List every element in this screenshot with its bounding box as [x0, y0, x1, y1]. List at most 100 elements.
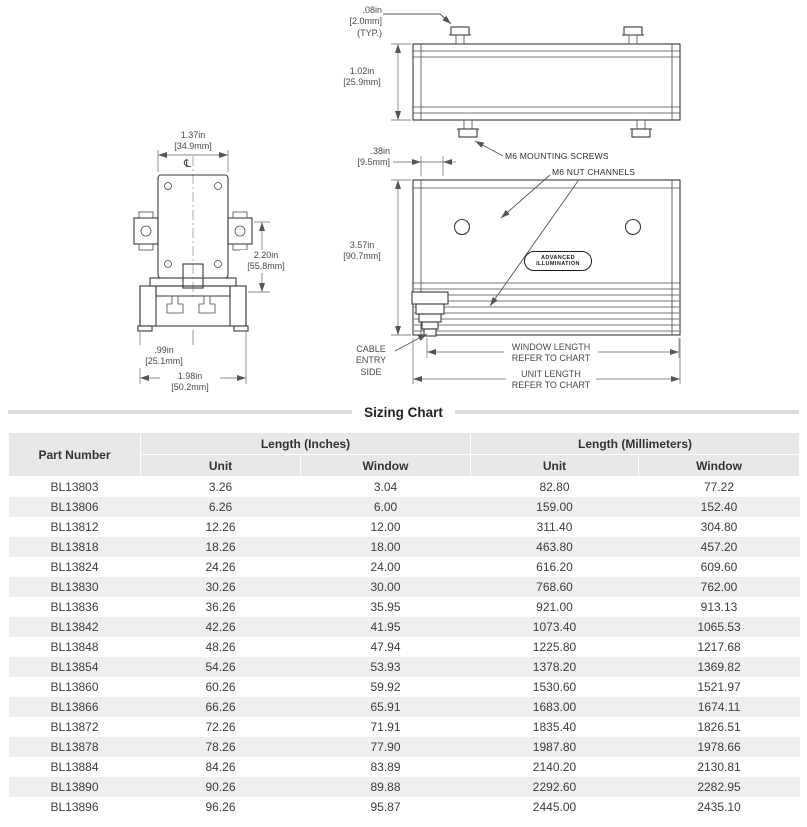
label-cable-entry-side: CABLE ENTRY SIDE: [355, 344, 387, 377]
nut-channel-hole: [453, 218, 471, 236]
col-header-part-number: Part Number: [8, 432, 141, 477]
section-title: Sizing Chart: [364, 404, 443, 420]
mounting-screw: [630, 119, 652, 138]
brand-logo-line2: ILLUMINATION: [536, 261, 580, 267]
cell-part-number: BL13812: [50, 520, 99, 534]
table-row: BL13824 24.26 24.00 616.20 609.60: [9, 557, 800, 577]
cell-unit-mm: 2445.00: [532, 800, 577, 814]
cell-part-number: BL13842: [50, 620, 99, 634]
col-group-inches: Length (Inches): [140, 432, 471, 455]
table-row: BL13884 84.26 83.89 2140.20 2130.81: [9, 757, 800, 777]
cell-unit-inches: 60.26: [205, 680, 236, 694]
cell-window-mm: 762.00: [700, 580, 738, 594]
table-row: BL13830 30.26 30.00 768.60 762.00: [8, 577, 800, 597]
cell-window-inches: 18.00: [370, 540, 401, 554]
cell-window-inches: 3.04: [373, 480, 398, 494]
cell-window-mm: 2435.10: [697, 800, 741, 814]
cell-part-number: BL13890: [50, 780, 99, 794]
table-row: BL13836 36.26 35.95 921.00 913.13: [9, 597, 800, 617]
cell-unit-inches: 72.26: [205, 720, 236, 734]
col-header-window-inches: Window: [300, 454, 471, 477]
cell-unit-mm: 921.00: [536, 600, 573, 614]
cell-unit-mm: 463.80: [536, 540, 573, 554]
mounting-screw: [622, 26, 644, 45]
cable-gland-front: [182, 263, 204, 289]
cell-window-mm: 304.80: [700, 520, 738, 534]
cell-window-mm: 1217.68: [697, 640, 741, 654]
cell-window-inches: 24.00: [370, 560, 401, 574]
table-row: BL13854 54.26 53.93 1378.20 1369.82: [8, 657, 800, 677]
technical-drawing: 1.37in [34.9mm] ℄ 2.20in [55.8mm] .99in …: [0, 0, 807, 398]
cell-unit-inches: 78.26: [205, 740, 236, 754]
cell-part-number: BL13884: [50, 760, 99, 774]
section-title-band: Sizing Chart: [0, 398, 807, 426]
cell-unit-mm: 1987.80: [532, 740, 577, 754]
cell-window-mm: 1065.53: [697, 620, 741, 634]
dim-end-view-height: 2.20in [55.8mm]: [240, 250, 292, 273]
cell-unit-mm: 1225.80: [532, 640, 577, 654]
table-row: BL13806 6.26 6.00 159.00 152.40: [8, 497, 800, 517]
cell-unit-inches: 84.26: [205, 760, 236, 774]
cell-unit-inches: 90.26: [205, 780, 236, 794]
sizing-table-header: Part Number Length (Inches) Length (Mill…: [8, 432, 801, 477]
cell-window-inches: 12.00: [370, 520, 401, 534]
cell-unit-inches: 48.26: [205, 640, 236, 654]
cell-unit-mm: 768.60: [536, 580, 573, 594]
cell-unit-inches: 18.26: [205, 540, 236, 554]
cell-unit-mm: 2292.60: [532, 780, 577, 794]
cell-unit-mm: 311.40: [536, 520, 573, 534]
table-row: BL13803 3.26 3.04 82.80 77.22: [9, 477, 800, 498]
dim-end-view-width: 1.37in [34.9mm]: [174, 130, 212, 152]
cell-unit-inches: 66.26: [205, 700, 236, 714]
mounting-screw: [449, 26, 471, 45]
dim-window-length: WINDOW LENGTH REFER TO CHART: [504, 342, 598, 365]
dim-top-view-height: 1.02in [25.9mm]: [343, 66, 381, 88]
table-row: BL13872 72.26 71.91 1835.40 1826.51: [9, 717, 800, 737]
cell-window-inches: 95.87: [370, 800, 401, 814]
label-mounting-screws: M6 MOUNTING SCREWS: [505, 151, 609, 161]
cell-unit-mm: 82.80: [539, 480, 570, 494]
table-row: BL13896 96.26 95.87 2445.00 2435.10: [9, 797, 800, 817]
end-view-rail: [137, 285, 249, 332]
cell-window-inches: 77.90: [370, 740, 401, 754]
cell-part-number: BL13878: [50, 740, 99, 754]
mounting-screw: [457, 119, 479, 138]
title-rule-left: [8, 410, 353, 414]
cell-window-inches: 83.89: [370, 760, 401, 774]
cell-part-number: BL13872: [50, 720, 99, 734]
cell-part-number: BL13896: [50, 800, 99, 814]
dim-end-offset: .38in [9.5mm]: [357, 146, 390, 168]
dim-unit-length: UNIT LENGTH REFER TO CHART: [506, 369, 596, 392]
cell-window-mm: 152.40: [700, 500, 738, 514]
cell-unit-mm: 2140.20: [532, 760, 577, 774]
cell-unit-mm: 1073.40: [532, 620, 577, 634]
title-rule-right: [454, 410, 800, 414]
table-row: BL13866 66.26 65.91 1683.00 1674.11: [8, 697, 800, 717]
cell-window-mm: 609.60: [700, 560, 738, 574]
cell-window-mm: 2130.81: [697, 760, 741, 774]
cell-unit-inches: 3.26: [208, 480, 233, 494]
cell-window-inches: 30.00: [370, 580, 401, 594]
cable-gland-side: [411, 291, 449, 337]
brand-logo: ADVANCED ILLUMINATION: [524, 251, 592, 271]
table-row: BL13878 78.26 77.90 1987.80 1978.66: [8, 737, 800, 757]
cell-part-number: BL13854: [50, 660, 99, 674]
table-row: BL13890 90.26 89.88 2292.60 2282.95: [8, 777, 800, 797]
cell-part-number: BL13860: [50, 680, 99, 694]
label-nut-channels: M6 NUT CHANNELS: [552, 167, 636, 177]
sizing-chart-table: Part Number Length (Inches) Length (Mill…: [8, 432, 801, 817]
drawing-linework: [133, 13, 681, 384]
cell-part-number: BL13803: [50, 480, 99, 494]
col-header-window-mm: Window: [637, 454, 801, 477]
cell-unit-mm: 1683.00: [532, 700, 577, 714]
cell-unit-mm: 616.20: [536, 560, 573, 574]
cell-window-inches: 65.91: [370, 700, 401, 714]
cell-unit-inches: 54.26: [205, 660, 236, 674]
cell-window-mm: 2282.95: [697, 780, 741, 794]
top-view: [383, 13, 681, 157]
cell-window-mm: 1521.97: [697, 680, 741, 694]
cell-window-mm: 1978.66: [697, 740, 741, 754]
cell-window-inches: 89.88: [370, 780, 401, 794]
cell-unit-inches: 6.26: [208, 500, 233, 514]
nut-channel-hole: [624, 218, 642, 236]
